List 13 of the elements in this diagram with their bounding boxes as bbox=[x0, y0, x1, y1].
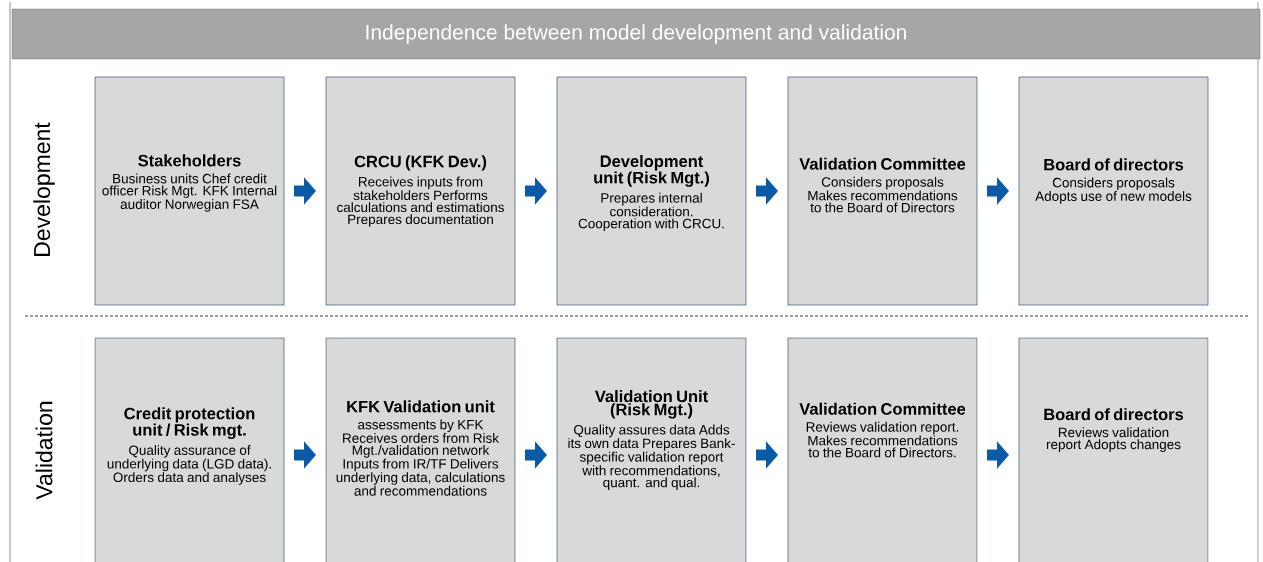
process-box: Stakeholders Business units Chef credit officer Risk Mgt. KFK Internal auditor Norwegian FSA bbox=[94, 76, 285, 306]
process-box: CRCU (KFK Dev.) Receives inputs from stakeholders Performs calculations and estimations Prepares documentation bbox=[325, 76, 516, 306]
row-label: Validation bbox=[35, 401, 53, 500]
process-box: Development unit (Risk Mgt.) Prepares internal consideration. Cooperation with CRCU. bbox=[556, 76, 747, 306]
process-box: Board of directors Reviews validation report Adopts changes bbox=[1018, 337, 1209, 562]
process-box: Board of directors Considers proposals Adopts use of new models bbox=[1018, 76, 1209, 306]
process-box: Credit protection unit / Risk mgt. Quality assurance of underlying data (LGD data). Orders data and analyses bbox=[94, 337, 285, 562]
process-box: KFK Validation unit assessments by KFK Receives orders from Risk Mgt./validation network Inputs from IR/TF Delivers underlying data, calculations and recommendations bbox=[325, 337, 516, 562]
process-box: Validation Committee Considers proposals Makes recommendations to the Board of Directors bbox=[787, 76, 978, 306]
process-box: Validation Unit (Risk Mgt.) Quality assures data Adds its own data Prepares Bank-specific validation report with recommendations, quant. and qual. bbox=[556, 337, 747, 562]
process-box: Validation Committee Reviews validation report. Makes recommendations to the Board of Directors. bbox=[787, 337, 978, 562]
row-label: Development bbox=[33, 122, 55, 256]
title-banner: Independence between model development and validation bbox=[11, 8, 1261, 60]
